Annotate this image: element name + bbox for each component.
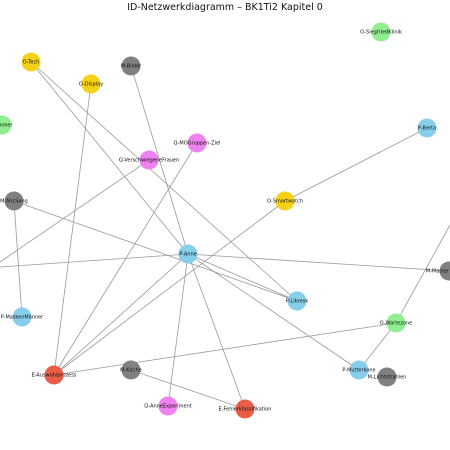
node-circle-e-auswahlprozess [44, 365, 64, 385]
node-label-e-auswahlprozess: E-Auswahlprozess [32, 373, 77, 379]
node-label-q-verschwiegene-frauen: Q-VerschwiegeneFrauen [119, 158, 179, 164]
edge-m-mrsang-p-masken-mann [13, 200, 23, 318]
node-o-siegfriedklinik: O-SiegfriedKlinik [360, 22, 402, 42]
edge-o-wartezone-right-1 [395, 224, 450, 324]
node-circle-m-kirche [121, 360, 141, 380]
edge-q-mogruppen-ziel-e-auswahlprozess [53, 142, 198, 376]
node-circle-e-fehlerklassifikation [235, 399, 255, 419]
edge-p-anne-m-master [187, 253, 450, 272]
node-circle-p-berta [417, 118, 437, 138]
node-m-mrsang: M-MrsSang [0, 191, 28, 211]
node-circle-q-mogruppen-ziel [187, 133, 207, 153]
edge-o-smartwatch-e-auswahlprozess [53, 200, 286, 376]
node-circle-m-lichtstrahlen [377, 367, 397, 387]
node-o-display: O-Display [79, 74, 103, 94]
node-e-fehlerklassifikation: E-Fehlerklassifikation [219, 399, 272, 419]
node-circle-p-masken-mann [12, 307, 32, 327]
node-label-q-mogruppen-ziel: Q-MOGruppen-Ziel [174, 141, 221, 147]
edge-p-anne-p-mutter [187, 253, 360, 371]
node-o-tech: O-Tech [21, 52, 41, 72]
node-circle-o-kammer [0, 115, 12, 135]
edge-layer [0, 61, 450, 410]
edge-m-bilder-p-anne [130, 65, 189, 255]
edge-p-anne-e-fehlerklassifikation [187, 253, 246, 410]
node-label-o-siegfriedklinik: O-SiegfriedKlinik [360, 30, 402, 36]
node-label-m-bilder: M-Bilder [121, 64, 142, 70]
node-circle-o-display [81, 74, 101, 94]
node-o-wartezone: O-Wartezone [380, 313, 412, 333]
node-label-o-smartwatch: O-Smartwatch [267, 199, 303, 205]
node-label-m-kirche: M-Kirche [120, 368, 142, 374]
node-circle-o-smartwatch [275, 191, 295, 211]
node-label-m-mrsang: M-MrsSang [0, 199, 28, 205]
node-circle-m-master [439, 261, 450, 281]
node-label-o-display: O-Display [79, 82, 103, 88]
edge-p-anne-q-anne-experiment [167, 253, 189, 407]
node-p-berta: P-Berta [417, 118, 437, 138]
node-m-master: M-Master [426, 261, 450, 281]
node-circle-m-mrsang [4, 191, 24, 211]
node-p-masken-mann: P-MaskenMänner [1, 307, 44, 327]
edge-p-anne-p-libresk [187, 253, 298, 302]
edge-q-verschwiegene-frauen-left-1 [0, 159, 150, 263]
node-label-p-libresk: P-Libresk [286, 299, 309, 305]
edge-o-wartezone-p-mutter [358, 322, 397, 371]
node-circle-m-bilder [121, 56, 141, 76]
node-m-lichtstrahlen: M-Lichtstrahlen [368, 367, 407, 387]
node-circle-o-wartezone [386, 313, 406, 333]
node-label-p-berta: P-Berta [418, 126, 436, 132]
node-q-verschwiegene-frauen: Q-VerschwiegeneFrauen [119, 150, 179, 170]
node-p-mutter: P-Mutterkone [342, 360, 376, 380]
node-circle-o-siegfriedklinik [371, 22, 391, 42]
node-label-p-masken-mann: P-MaskenMänner [1, 315, 44, 321]
node-circle-p-libresk [287, 291, 307, 311]
node-label-m-lichtstrahlen: M-Lichtstrahlen [368, 375, 407, 381]
edge-o-display-e-auswahlprozess [53, 83, 92, 376]
edge-o-smartwatch-p-berta [284, 127, 428, 202]
node-circle-o-tech [21, 52, 41, 72]
node-label-o-tech: O-Tech [23, 60, 40, 66]
diagram-title: ID-Netzwerkdiagramm – BK1Ti2 Kapitel 0 [127, 2, 323, 13]
edge-m-mrsang-p-libresk [13, 200, 298, 302]
node-label-o-wartezone: O-Wartezone [380, 321, 412, 327]
node-p-anne: P-Anne [178, 244, 198, 264]
node-circle-p-anne [178, 244, 198, 264]
node-q-mogruppen-ziel: Q-MOGruppen-Ziel [174, 133, 221, 153]
node-label-p-mutter: P-Mutterkone [342, 368, 375, 374]
edge-o-tech-p-anne [30, 61, 189, 255]
node-o-smartwatch: O-Smartwatch [267, 191, 303, 211]
node-m-kirche: M-Kirche [120, 360, 142, 380]
node-label-q-anne-experiment: Q-AnneExperiment [144, 404, 192, 410]
node-circle-q-anne-experiment [158, 396, 178, 416]
node-label-o-kammer: Kammer [0, 123, 14, 129]
node-m-bilder: M-Bilder [121, 56, 142, 76]
edge-p-anne-left-2 [0, 253, 189, 268]
node-circle-q-verschwiegene-frauen [139, 150, 159, 170]
node-circle-p-mutter [349, 360, 369, 380]
node-label-e-fehlerklassifikation: E-Fehlerklassifikation [219, 407, 272, 413]
node-label-m-master: M-Master [426, 269, 450, 275]
node-p-libresk: P-Libresk [286, 291, 309, 311]
edge-m-kirche-e-fehlerklassifikation [130, 369, 246, 410]
edge-o-tech-p-libresk [30, 61, 298, 302]
edge-p-anne-e-auswahlprozess [53, 253, 189, 376]
node-label-p-anne: P-Anne [179, 252, 196, 258]
node-o-kammer: Kammer [0, 115, 14, 135]
node-q-anne-experiment: Q-AnneExperiment [144, 396, 192, 416]
edge-o-wartezone-e-auswahlprozess [53, 322, 397, 376]
node-e-auswahlprozess: E-Auswahlprozess [32, 365, 77, 385]
